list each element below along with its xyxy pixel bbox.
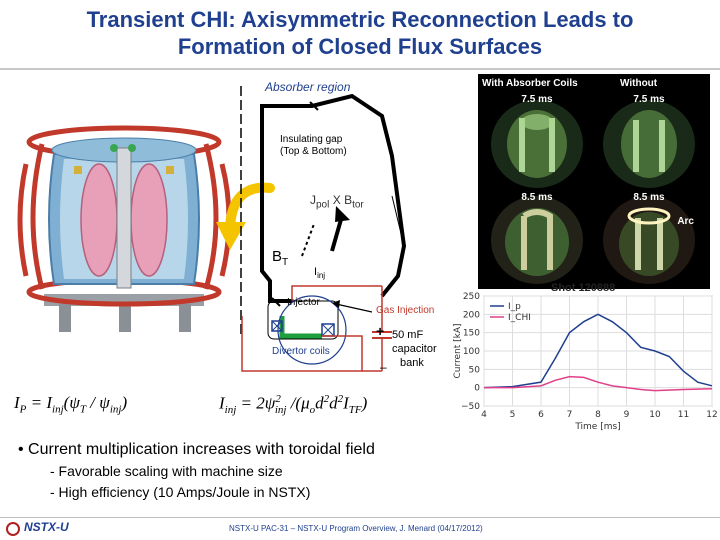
x-tick-label: 5 bbox=[510, 410, 516, 420]
equation-iinj: Iinj = 2ψ2inj /(μod2d2ITF) bbox=[219, 393, 367, 416]
x-tick-label: 12 bbox=[706, 410, 717, 420]
insulating-gap-line-1: Insulating gap bbox=[280, 134, 343, 145]
y-tick-label: 0 bbox=[474, 384, 480, 394]
divertor-coils-label: Divertor coils bbox=[272, 346, 330, 357]
legend-label: I_CHI bbox=[508, 313, 531, 323]
nstx-logo-icon bbox=[6, 522, 20, 536]
legend-label: I_p bbox=[508, 302, 521, 312]
x-axis-label: Time [ms] bbox=[574, 422, 620, 432]
eq1-psi-t: (ψ bbox=[63, 393, 80, 412]
with-absorber-header: With Absorber Coils bbox=[482, 78, 578, 89]
title-line-1: Transient CHI: Axisymmetric Reconnection… bbox=[86, 7, 634, 32]
insulating-gap-label: Insulating gap (Top & Bottom) bbox=[280, 134, 347, 158]
eq2-lhs: I bbox=[219, 393, 225, 413]
eq2-i: I bbox=[343, 393, 349, 413]
bt-symbol: B bbox=[272, 248, 283, 265]
eq2-i-sub: TF bbox=[348, 404, 362, 417]
frame-without-8-5: 8.5 ms Arc bbox=[596, 190, 702, 286]
bank-word: bank bbox=[400, 357, 424, 369]
title-line-2: Formation of Closed Flux Surfaces bbox=[177, 34, 543, 59]
eq1-lhs: I bbox=[14, 393, 20, 412]
eq1-inj-sub: inj bbox=[109, 403, 122, 416]
footer-citation: NSTX-U PAC-31 – NSTX-U Program Overview,… bbox=[229, 524, 483, 533]
eq1-rhs: = I bbox=[30, 393, 53, 412]
y-tick-label: 100 bbox=[463, 347, 480, 357]
series-line-i-p bbox=[483, 313, 713, 389]
series-line-i-chi bbox=[484, 375, 713, 392]
x-tick-label: 11 bbox=[678, 410, 689, 420]
eq1-lhs-sub: P bbox=[19, 403, 27, 416]
slide-title: Transient CHI: Axisymmetric Reconnection… bbox=[0, 6, 720, 60]
eq2-d-sup: 2 bbox=[323, 393, 330, 405]
capacitor-word: capacitor bbox=[392, 343, 437, 355]
btor-subscript: tor bbox=[352, 199, 364, 211]
x-tick-label: 6 bbox=[538, 410, 544, 420]
camera-image-panel: With Absorber Coils Without 7.5 ms 7.5 m… bbox=[478, 74, 710, 289]
btor-symbol: B bbox=[344, 193, 353, 207]
eq2-rhs: = 2ψ bbox=[240, 393, 276, 413]
eq2-mu-sub: o bbox=[309, 404, 316, 417]
eq2-d2-sup: 2 bbox=[337, 393, 344, 405]
y-axis-label: Current [kA] bbox=[453, 323, 463, 378]
equation-ip: IP = Iinj(ψT / ψinj) bbox=[14, 393, 127, 415]
bullet-main: • Current multiplication increases with … bbox=[18, 441, 375, 458]
y-tick-label: 50 bbox=[469, 365, 481, 375]
eq1-t-sub: T bbox=[79, 403, 87, 416]
jpol-subscript: pol bbox=[316, 199, 330, 211]
y-tick-label: 200 bbox=[463, 310, 480, 320]
eq2-rest: /(μ bbox=[286, 393, 310, 413]
eq2-inj-sub: inj bbox=[274, 404, 287, 417]
capacitor-value: 50 mF bbox=[392, 329, 424, 341]
eq1-rhs-sub: inj bbox=[52, 403, 64, 416]
plus-terminal: + bbox=[376, 323, 385, 339]
x-tick-label: 8 bbox=[595, 410, 601, 420]
tokamak-illustration bbox=[17, 125, 232, 332]
frame-without-7-5: 7.5 ms bbox=[596, 92, 702, 188]
nstx-logo-text: NSTX-U bbox=[24, 520, 69, 534]
cross-symbol: X bbox=[332, 193, 341, 207]
jpol-symbol: J bbox=[310, 193, 316, 207]
y-tick-label: 150 bbox=[463, 329, 480, 339]
frame-with-8-5: 8.5 ms bbox=[484, 190, 590, 286]
x-tick-label: 7 bbox=[567, 410, 573, 420]
frame-time-label: 8.5 ms bbox=[521, 192, 553, 203]
x-tick-label: 4 bbox=[481, 410, 487, 420]
gas-injection-label: Gas Injection bbox=[376, 305, 435, 316]
absorber-region-label: Absorber region bbox=[265, 80, 351, 94]
bt-subscript: T bbox=[282, 257, 289, 268]
iinj-subscript: inj bbox=[317, 271, 326, 281]
frame-time-label: 7.5 ms bbox=[633, 94, 665, 105]
jpol-cross-btor-label: Jpol X Btor bbox=[310, 193, 364, 210]
without-header: Without bbox=[620, 78, 658, 89]
insulating-gap-line-2: (Top & Bottom) bbox=[280, 146, 347, 157]
x-tick-label: 10 bbox=[649, 410, 661, 420]
title-divider bbox=[0, 68, 720, 70]
eq2-d: d bbox=[315, 393, 324, 413]
capacitor-bank-label: 50 mF capacitor bank bbox=[392, 328, 437, 370]
minus-terminal: – bbox=[380, 360, 387, 374]
shot-number-label: Shot 120888 bbox=[551, 282, 616, 294]
eq2-lhs-sub: inj bbox=[224, 404, 237, 417]
eq2-sup: 2 bbox=[275, 393, 281, 405]
y-tick-label: −50 bbox=[461, 402, 480, 412]
footer-divider bbox=[0, 517, 720, 518]
bullet-sub-2: - High efficiency (10 Amps/Joule in NSTX… bbox=[50, 484, 311, 500]
chi-schematic bbox=[240, 86, 407, 372]
eq2-close: ) bbox=[361, 393, 368, 413]
frame-with-7-5: 7.5 ms bbox=[484, 92, 590, 188]
frame-time-label: 7.5 ms bbox=[521, 94, 553, 105]
iinj-symbol: I bbox=[314, 266, 318, 278]
bt-label: BT bbox=[272, 248, 288, 268]
y-tick-label: 250 bbox=[463, 292, 480, 302]
eq1-close: ) bbox=[121, 393, 128, 412]
frame-time-label: 8.5 ms bbox=[633, 192, 665, 203]
iinj-label: Iinj bbox=[314, 266, 325, 280]
x-tick-label: 9 bbox=[624, 410, 630, 420]
arc-label: Arc bbox=[677, 216, 694, 227]
eq2-d2: d bbox=[329, 393, 338, 413]
injector-label: Injector bbox=[287, 297, 320, 308]
eq1-div: / ψ bbox=[86, 393, 110, 412]
bullet-sub-1: - Favorable scaling with machine size bbox=[50, 463, 283, 479]
